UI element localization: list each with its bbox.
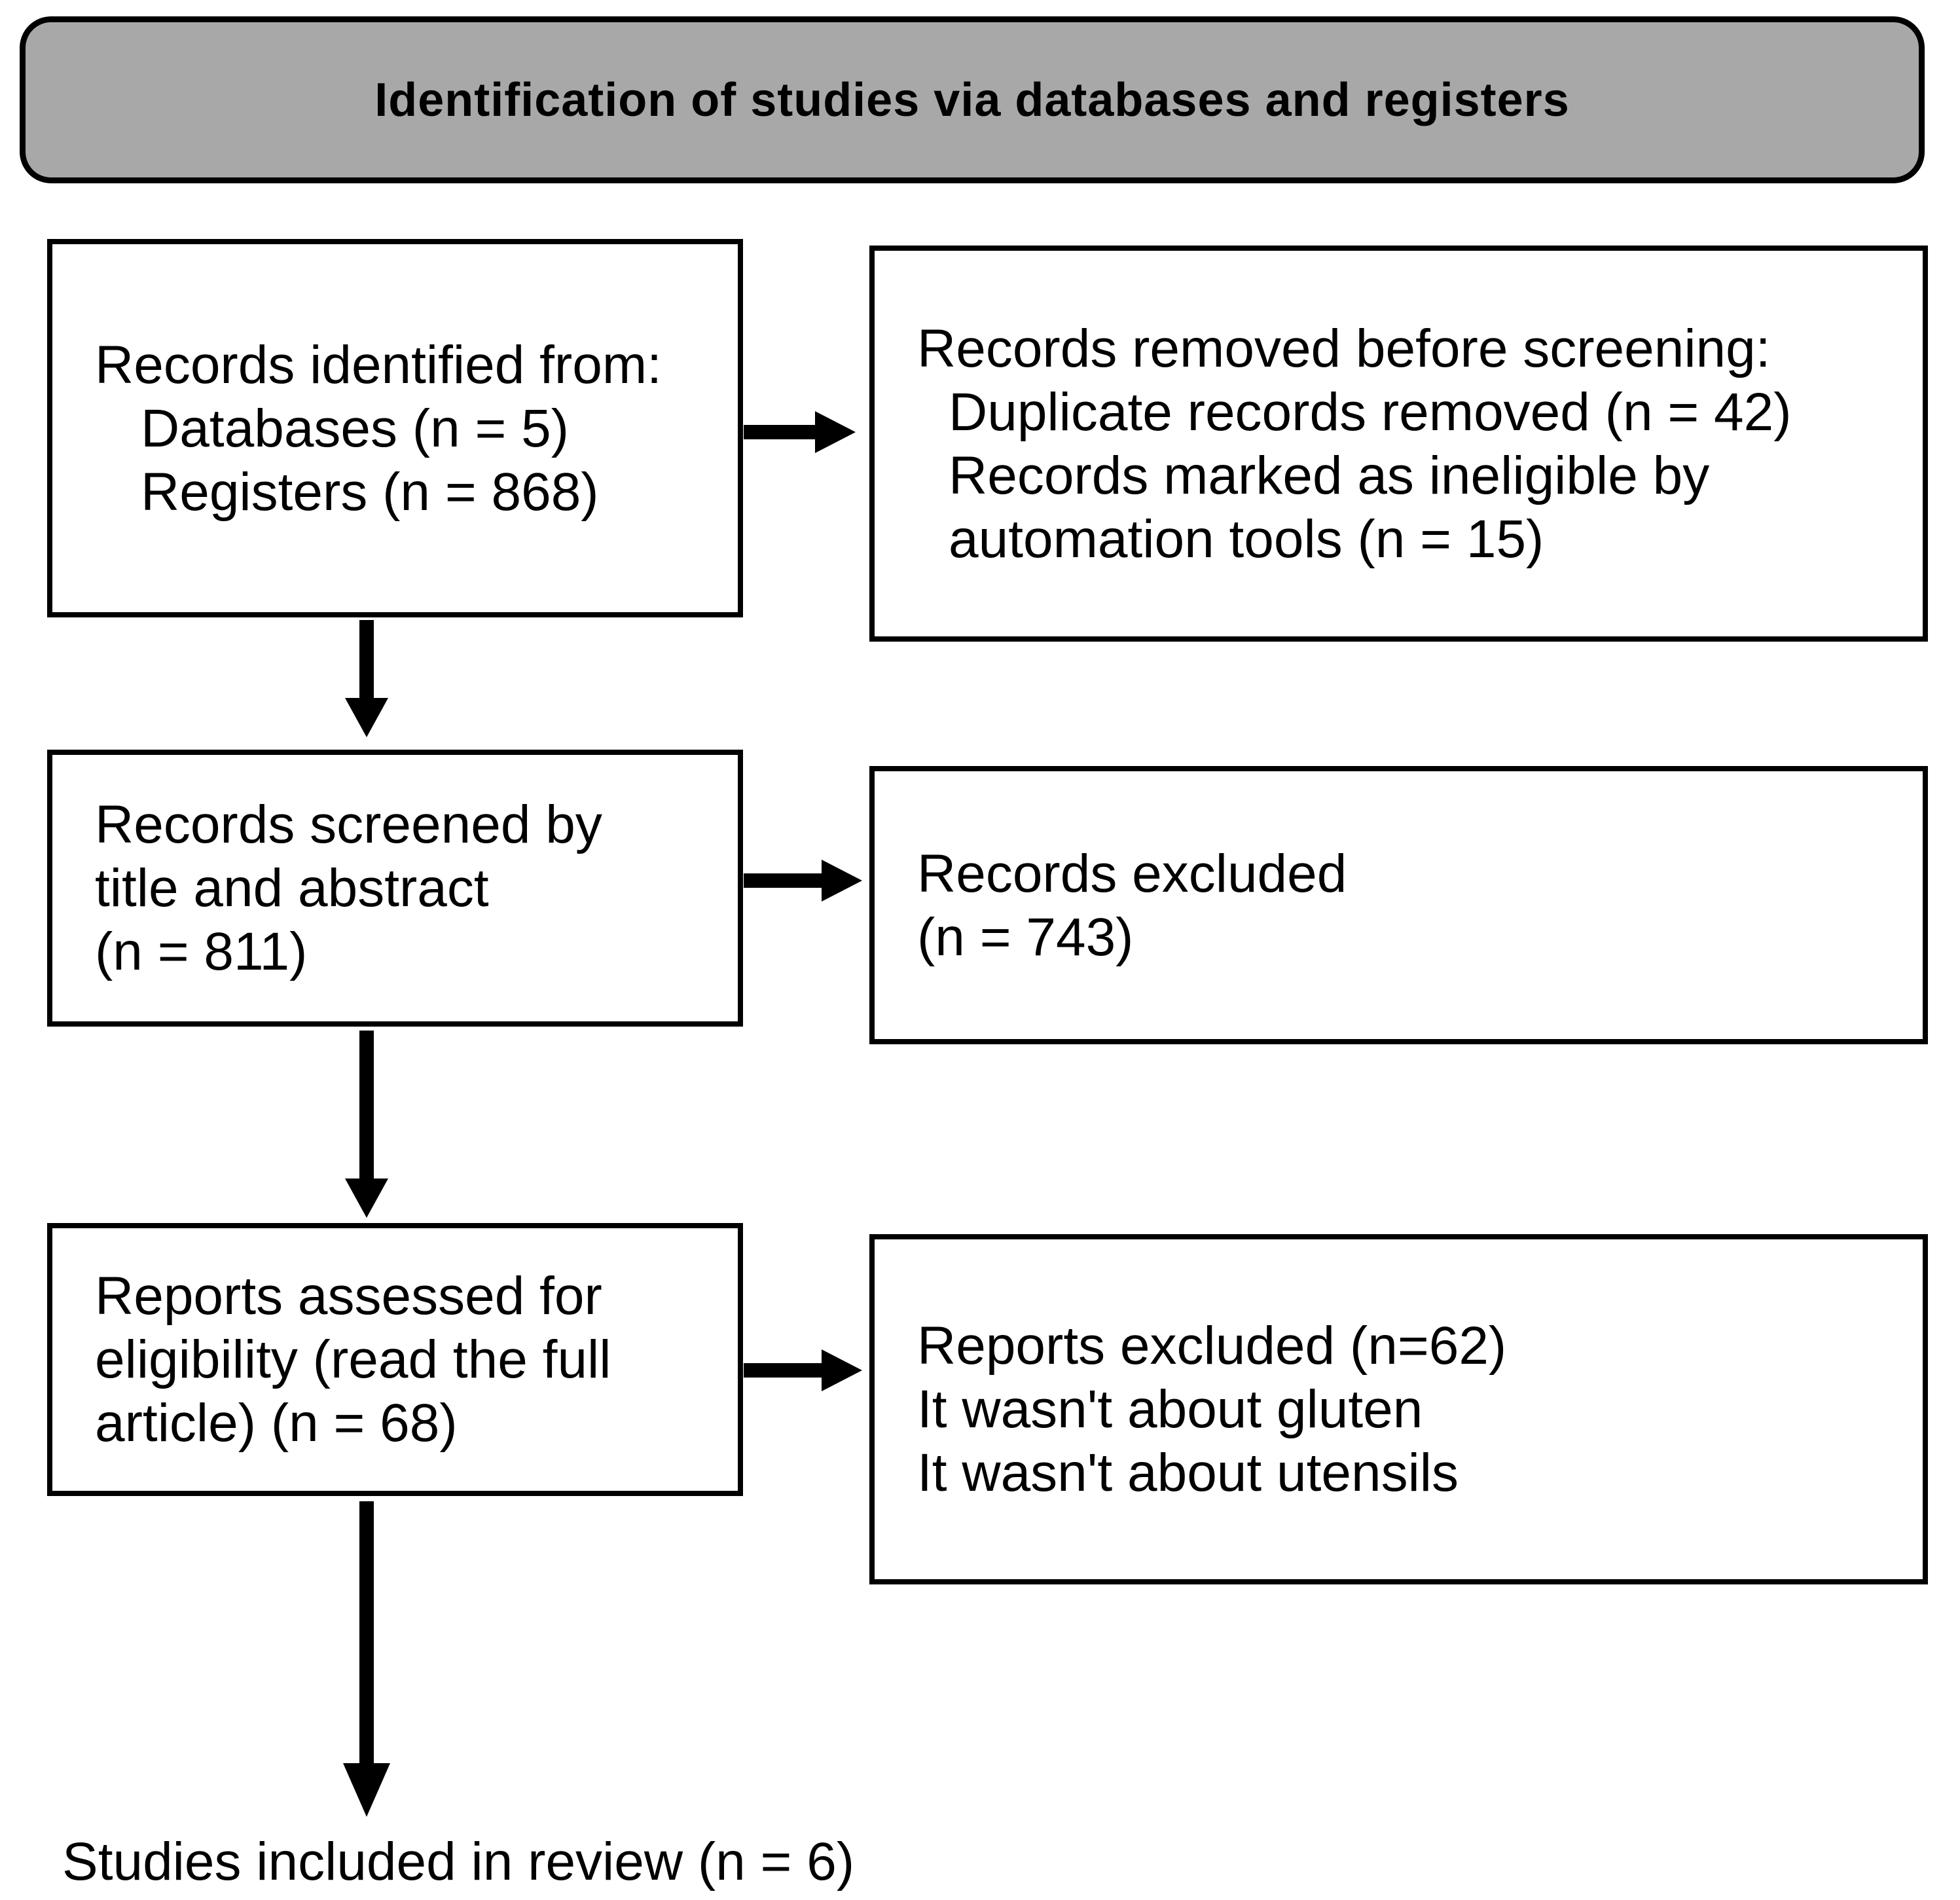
reports-excluded-box: Reports excluded (n=62) It wasn't about …	[869, 1234, 1928, 1584]
box-line: automation tools (n = 15)	[949, 509, 1544, 569]
arrow-down-head-icon	[345, 1178, 388, 1218]
records-removed-box: Records removed before screening: Duplic…	[869, 246, 1928, 642]
arrow-right-head-icon	[822, 860, 862, 902]
box-line: (n = 743)	[917, 907, 1134, 967]
arrow-shaft	[359, 1031, 374, 1180]
arrow-down-head-icon	[345, 698, 388, 737]
box-line: Records removed before screening:	[917, 318, 1771, 378]
arrow-shaft	[359, 620, 374, 700]
records-screened-box: Records screened by title and abstract (…	[47, 750, 743, 1027]
box-line: eligibility (read the full	[95, 1330, 611, 1389]
box-line: (n = 811)	[95, 922, 308, 981]
arrow-right-head-icon	[815, 411, 856, 453]
box-line: Records excluded	[917, 843, 1347, 904]
studies-included-label: Studies included in review (n = 6)	[62, 1832, 855, 1891]
records-identified-box: Records identified from: Databases (n = …	[47, 239, 743, 617]
title-banner: Identification of studies via databases …	[20, 16, 1925, 183]
arrow-shaft	[359, 1501, 374, 1765]
box-line: It wasn't about utensils	[917, 1443, 1459, 1503]
records-excluded-box: Records excluded (n = 743)	[869, 766, 1928, 1044]
arrow-right-head-icon	[822, 1349, 862, 1391]
box-line: Records marked as ineligible by	[949, 445, 1710, 505]
arrow-shaft	[744, 1363, 822, 1378]
box-line: Records identified from:	[95, 335, 662, 395]
box-line: Records screened by	[95, 795, 602, 854]
box-line: Registers (n = 868)	[141, 462, 599, 522]
arrow-down-head-icon	[343, 1763, 390, 1817]
box-line: Reports excluded (n=62)	[917, 1316, 1507, 1376]
reports-assessed-box: Reports assessed for eligibility (read t…	[47, 1223, 743, 1496]
box-line: It wasn't about gluten	[917, 1379, 1423, 1439]
arrow-shaft	[744, 425, 816, 439]
box-line: title and abstract	[95, 858, 489, 918]
box-line: Duplicate records removed (n = 42)	[949, 382, 1792, 442]
arrow-shaft	[744, 873, 822, 888]
box-line: article) (n = 68)	[95, 1393, 458, 1453]
box-line: Databases (n = 5)	[141, 398, 570, 458]
box-line: Reports assessed for	[95, 1266, 602, 1326]
diagram-title: Identification of studies via databases …	[374, 73, 1570, 126]
